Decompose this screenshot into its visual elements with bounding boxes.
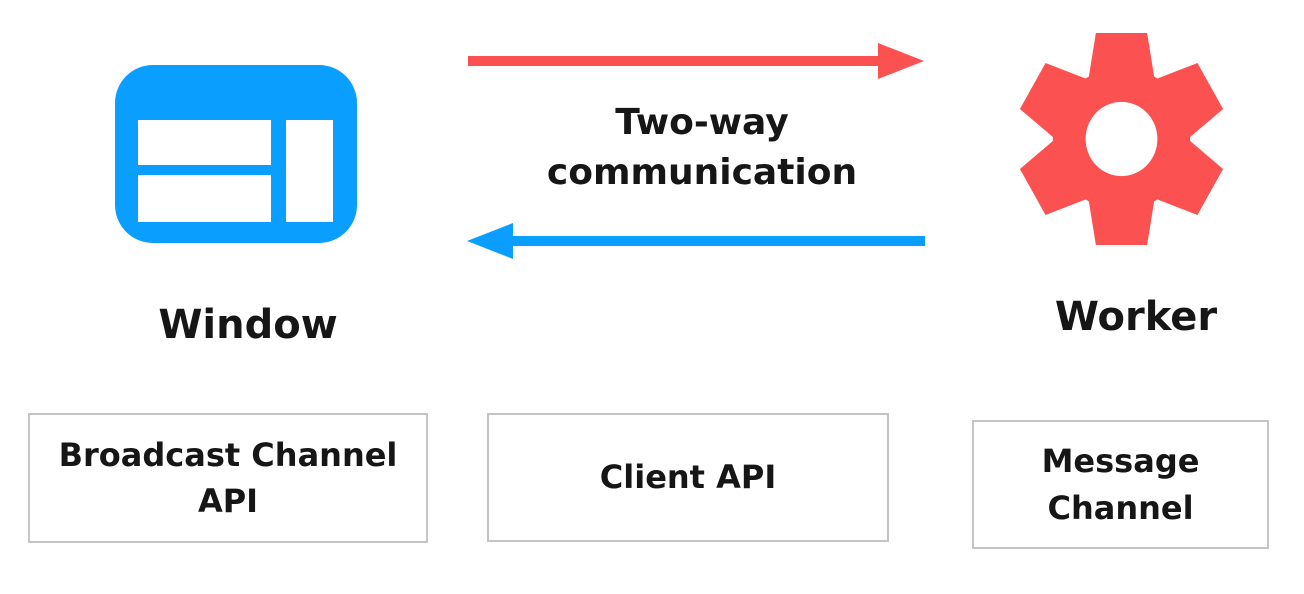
window-node-label: Window	[158, 302, 338, 348]
arrow-right-icon	[468, 41, 924, 81]
arrow-left-icon	[467, 221, 925, 261]
worker-node-label: Worker	[1054, 294, 1218, 340]
message-channel-label: Message Channel	[1041, 442, 1200, 527]
client-api-label: Client API	[599, 458, 777, 497]
message-channel-box: Message Channel	[972, 420, 1269, 549]
communication-caption: Two-way communication	[502, 98, 902, 197]
client-api-box: Client API	[487, 413, 889, 542]
communication-caption-line1: Two-way	[615, 102, 789, 143]
gear-icon	[1019, 33, 1224, 245]
broadcast-channel-api-label: Broadcast Channel API	[58, 435, 398, 520]
communication-caption-line2: communication	[546, 151, 858, 193]
broadcast-channel-api-box: Broadcast Channel API	[28, 413, 428, 543]
browser-window-icon	[115, 65, 357, 243]
